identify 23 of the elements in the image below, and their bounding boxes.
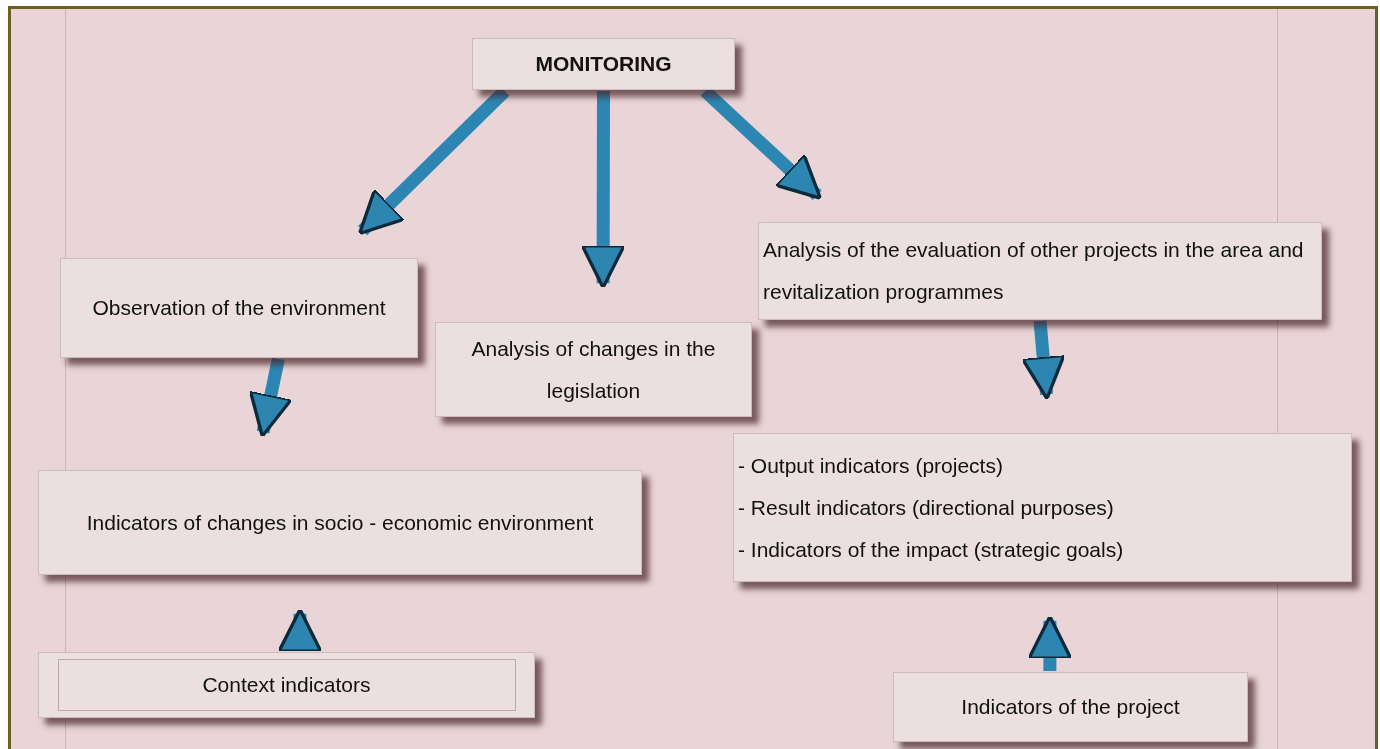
text-box bbox=[60, 258, 418, 358]
box-text: - Output indicators (projects) bbox=[738, 452, 1003, 479]
box-text: Observation of the environment bbox=[92, 295, 386, 321]
block-arrow bbox=[248, 357, 293, 438]
box-text: Indicators of the project bbox=[961, 694, 1180, 720]
text-box bbox=[38, 652, 535, 718]
block-arrow bbox=[1020, 320, 1066, 401]
box-text: Analysis of changes in the legislation bbox=[470, 335, 717, 404]
box-text: Context indicators bbox=[57, 659, 516, 711]
text-box bbox=[758, 222, 1322, 320]
block-arrow bbox=[1027, 614, 1073, 671]
box-text: - Result indicators (directional purposes) bbox=[738, 494, 1114, 521]
text-box bbox=[435, 322, 752, 417]
box-text: MONITORING bbox=[535, 51, 672, 77]
box-text: Indicators of changes in socio - economic environment bbox=[86, 509, 594, 536]
box-text: - Indicators of the impact (strategic goals) bbox=[738, 536, 1124, 563]
block-arrow bbox=[277, 607, 323, 653]
box-text: Analysis of the evaluation of other projects in the area and revitalization programmes bbox=[763, 237, 1305, 305]
text-box bbox=[893, 672, 1248, 742]
block-arrow bbox=[580, 90, 626, 290]
text-box bbox=[733, 433, 1352, 582]
text-box bbox=[472, 38, 735, 90]
text-box bbox=[38, 470, 642, 575]
